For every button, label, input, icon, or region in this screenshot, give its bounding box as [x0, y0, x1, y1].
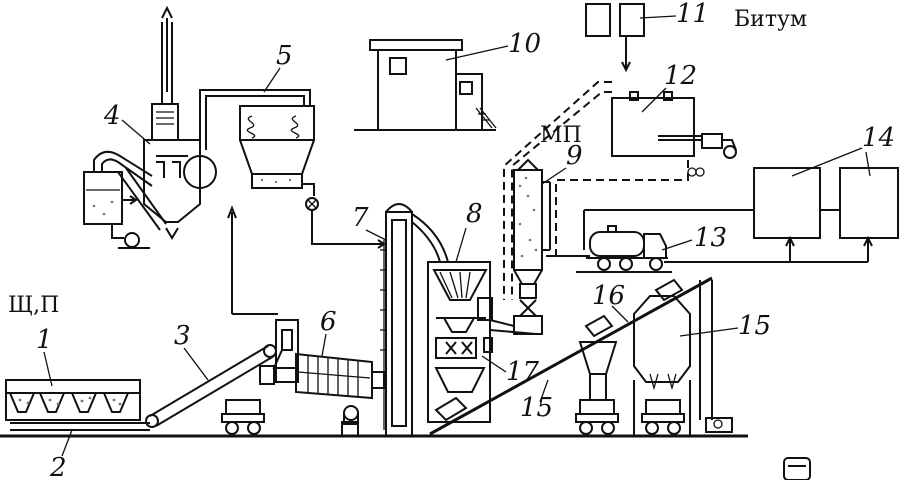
truck-mid — [575, 399, 619, 435]
truck-right — [641, 399, 685, 435]
callout-15-right: 15 — [738, 311, 771, 341]
skip-hoist — [429, 276, 713, 436]
callout-16: 16 — [592, 281, 625, 311]
winch — [705, 417, 733, 433]
bitumen-tanks — [585, 3, 645, 73]
callout-4: 4 — [103, 101, 121, 131]
hot-elevator — [380, 203, 449, 437]
bitumen-tanker — [546, 225, 672, 273]
callout-17: 17 — [506, 357, 540, 387]
callout-2: 2 — [49, 453, 67, 480]
callout-5: 5 — [276, 41, 293, 71]
truck-bottom-right — [783, 457, 811, 481]
inclined-conveyor — [145, 344, 277, 428]
callout-11: 11 — [676, 0, 709, 29]
cyclones — [199, 89, 386, 315]
callout-8: 8 — [466, 199, 483, 229]
bitumen-supply-line — [503, 81, 612, 300]
callout-9: 9 — [566, 141, 583, 171]
callout-3: 3 — [174, 321, 191, 351]
storage-blocks — [583, 167, 899, 263]
bitumen-feed-line — [555, 160, 689, 256]
mineral-powder-silo — [489, 158, 551, 335]
callout-15-bottom: 15 — [520, 393, 553, 423]
label-sch-p: Щ,П — [8, 293, 59, 318]
control-cabin — [354, 39, 497, 131]
label-bitum: Битум — [734, 7, 807, 32]
aggregate-feeders — [5, 379, 150, 431]
callout-7: 7 — [352, 203, 369, 233]
label-mp: МП — [540, 123, 582, 148]
truck-left — [221, 399, 265, 435]
callout-6: 6 — [320, 307, 337, 337]
storage-hopper-right — [633, 295, 691, 436]
callout-13: 13 — [694, 223, 727, 253]
callout-1: 1 — [36, 325, 53, 355]
callout-14: 14 — [862, 123, 895, 153]
bitumen-supply-line-inner — [511, 91, 612, 300]
callout-10: 10 — [508, 29, 541, 59]
bitumen-heater — [611, 91, 737, 177]
screen-mixing-unit — [427, 261, 537, 423]
storage-hopper-mid — [578, 341, 618, 400]
drying-drum — [259, 319, 385, 437]
callout-12: 12 — [664, 61, 697, 91]
